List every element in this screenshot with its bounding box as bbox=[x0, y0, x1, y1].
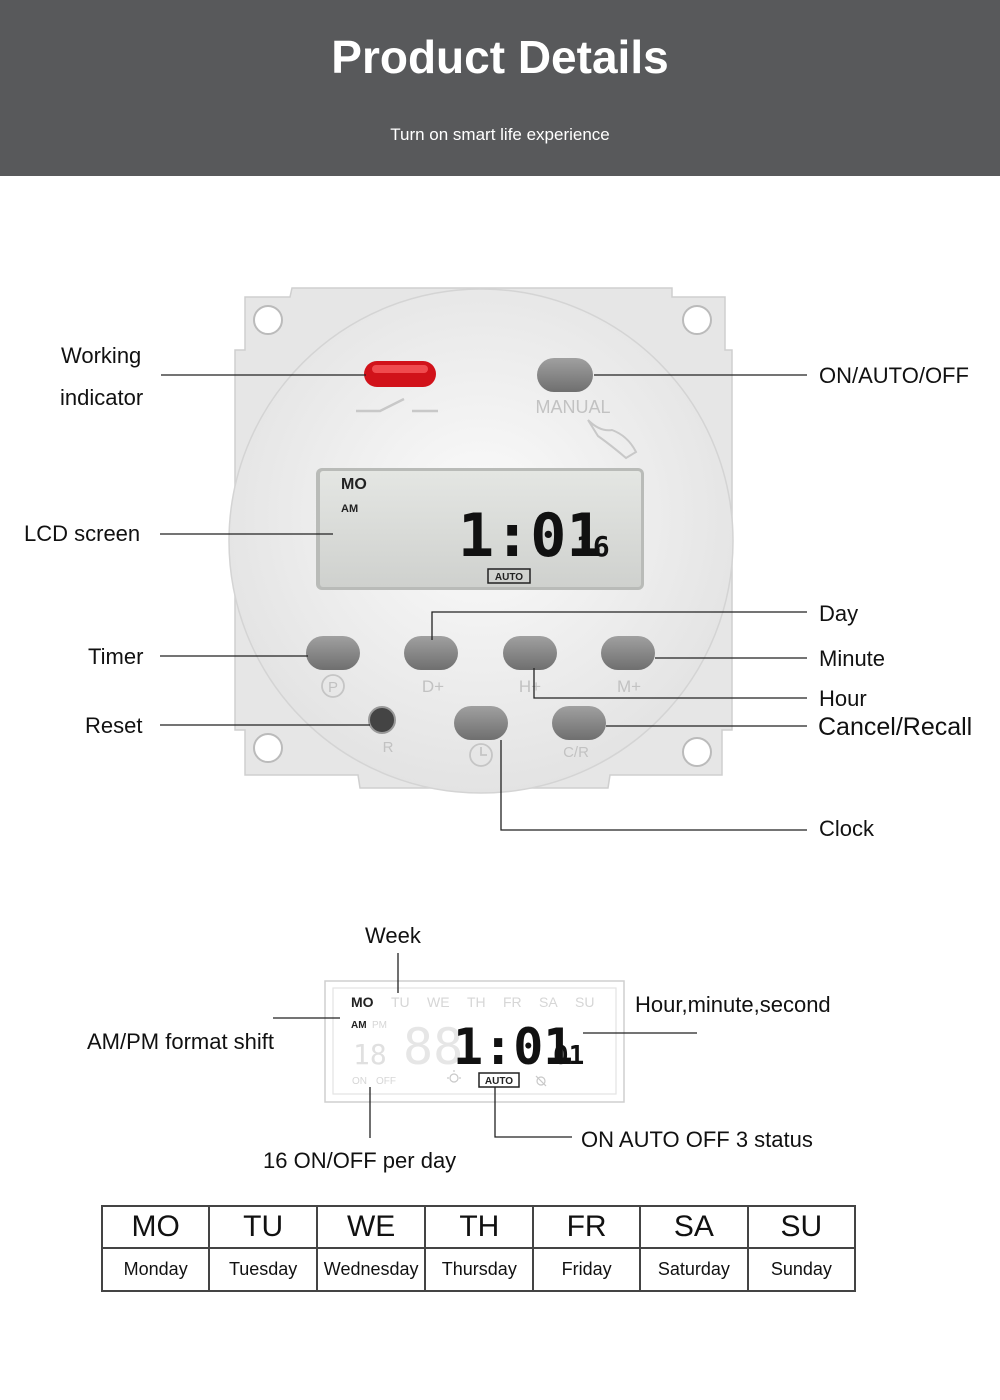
diagram-weekday: FR bbox=[503, 994, 522, 1010]
minute-button[interactable] bbox=[601, 636, 655, 670]
reset-button[interactable] bbox=[368, 706, 396, 734]
cancel-recall-mark: C/R bbox=[563, 744, 589, 761]
page-title: Product Details bbox=[331, 31, 669, 83]
weekday-abbr-cell: SA bbox=[639, 1205, 749, 1249]
on-auto-off-label: ON/AUTO/OFF bbox=[819, 363, 969, 388]
timer-mark: P bbox=[328, 679, 338, 696]
on-off-per-day-label: 16 ON/OFF per day bbox=[263, 1148, 457, 1173]
diagram-time-faded: 88 bbox=[403, 1018, 463, 1076]
diagram-time: 1:01 bbox=[453, 1018, 573, 1076]
hour-label: Hour bbox=[819, 686, 867, 711]
diagram-on: ON bbox=[352, 1076, 367, 1087]
day-button[interactable] bbox=[404, 636, 458, 670]
clock-mark-icon bbox=[469, 743, 493, 767]
weekday-full-row: Monday Tuesday Wednesday Thursday Friday… bbox=[100, 1247, 857, 1292]
led-highlight bbox=[372, 365, 428, 373]
weekday-full-cell: Sunday bbox=[746, 1247, 857, 1292]
day-mark: D+ bbox=[422, 677, 444, 696]
weekday-abbr-cell: TH bbox=[424, 1205, 535, 1249]
weekday-full-cell: Saturday bbox=[639, 1247, 749, 1292]
timer-label: Timer bbox=[88, 644, 144, 669]
mounting-hole bbox=[682, 305, 712, 335]
diagram-mode-box bbox=[478, 1072, 520, 1088]
minute-mark: M+ bbox=[617, 677, 641, 696]
working-indicator-label-line2: indicator bbox=[60, 385, 144, 410]
weekday-abbr-cell: WE bbox=[315, 1205, 427, 1249]
device-callout-lines bbox=[160, 374, 807, 831]
weekday-full-cell: Monday bbox=[100, 1247, 211, 1292]
diagram-pm: PM bbox=[372, 1020, 387, 1031]
lcd-mode-box bbox=[487, 568, 531, 584]
cancel-recall-button[interactable] bbox=[552, 706, 606, 740]
weekday-full-cell: Thursday bbox=[424, 1247, 535, 1292]
working-indicator-label: Working bbox=[61, 343, 142, 368]
hour-button[interactable] bbox=[503, 636, 557, 670]
clock-label: Clock bbox=[819, 816, 875, 841]
bulb-off-icon bbox=[535, 1075, 547, 1087]
reset-label: Reset bbox=[85, 713, 143, 738]
weekday-full-cell: Wednesday bbox=[315, 1247, 427, 1292]
manual-label: MANUAL bbox=[535, 397, 610, 417]
switch-symbol-icon bbox=[356, 397, 438, 413]
day-label: Day bbox=[819, 601, 859, 626]
weekday-abbr-cell: TU bbox=[208, 1205, 318, 1249]
mounting-hole bbox=[253, 305, 283, 335]
ampm-format-label: AM/PM format shift bbox=[87, 1029, 275, 1054]
weekday-table: MO TU WE TH FR SA SU Monday Tuesday Wedn… bbox=[100, 1205, 857, 1292]
timer-mark-circle bbox=[321, 674, 345, 698]
status-label: ON AUTO OFF 3 status bbox=[581, 1127, 813, 1152]
diagram-seconds: 01 bbox=[553, 1041, 584, 1071]
page-subtitle: Turn on smart life experience bbox=[390, 125, 610, 144]
weekday-full-cell: Friday bbox=[532, 1247, 642, 1292]
week-label: Week bbox=[365, 923, 421, 948]
lcd-screen-label: LCD screen bbox=[24, 521, 141, 546]
lcd-screen: MO AM 1:01 16 AUTO bbox=[316, 468, 644, 590]
cancel-recall-label: Cancel/Recall bbox=[818, 713, 973, 741]
weekday-abbr-cell: SU bbox=[746, 1205, 857, 1249]
display-diagram: MO TU WE TH FR SA SU AM PM 18 88 1:01 01… bbox=[324, 980, 625, 1103]
diagram-am: AM bbox=[351, 1020, 367, 1031]
hand-press-icon bbox=[587, 419, 638, 460]
lcd-ampm: AM bbox=[341, 503, 358, 515]
diagram-weekday: SA bbox=[539, 994, 558, 1010]
diagram-off: OFF bbox=[376, 1076, 396, 1087]
weekday-abbr-row: MO TU WE TH FR SA SU bbox=[100, 1205, 857, 1249]
lcd-day: MO bbox=[341, 476, 367, 493]
diagram-weekday: SU bbox=[575, 994, 594, 1010]
on-auto-off-button[interactable] bbox=[537, 358, 593, 392]
diagram-callout-lines bbox=[273, 953, 697, 1138]
reset-mark: R bbox=[383, 739, 394, 756]
mounting-hole bbox=[253, 733, 283, 763]
diagram-weekday: TU bbox=[391, 994, 410, 1010]
diagram-mode: AUTO bbox=[485, 1076, 513, 1087]
header-banner: Product Details Turn on smart life exper… bbox=[0, 0, 1000, 176]
weekday-full-cell: Tuesday bbox=[208, 1247, 318, 1292]
diagram-program-digits: 18 bbox=[353, 1038, 387, 1071]
diagram-weekday: WE bbox=[427, 994, 450, 1010]
timer-button[interactable] bbox=[306, 636, 360, 670]
clock-button[interactable] bbox=[454, 706, 508, 740]
weekday-abbr-cell: FR bbox=[532, 1205, 642, 1249]
weekday-abbr-cell: MO bbox=[100, 1205, 211, 1249]
lcd-seconds: 16 bbox=[576, 530, 610, 563]
diagram-weekday: MO bbox=[351, 994, 374, 1010]
minute-label: Minute bbox=[819, 646, 886, 671]
hour-mark: H+ bbox=[519, 677, 541, 696]
working-indicator-led bbox=[364, 361, 436, 387]
mounting-hole bbox=[682, 737, 712, 767]
diagram-weekday: TH bbox=[467, 994, 486, 1010]
bulb-icon bbox=[447, 1070, 461, 1083]
clock-hands-icon bbox=[480, 747, 487, 756]
hour-minute-second-label: Hour,minute,second bbox=[635, 992, 831, 1017]
lcd-time: 1:01 bbox=[458, 501, 603, 571]
lcd-mode: AUTO bbox=[495, 572, 523, 583]
